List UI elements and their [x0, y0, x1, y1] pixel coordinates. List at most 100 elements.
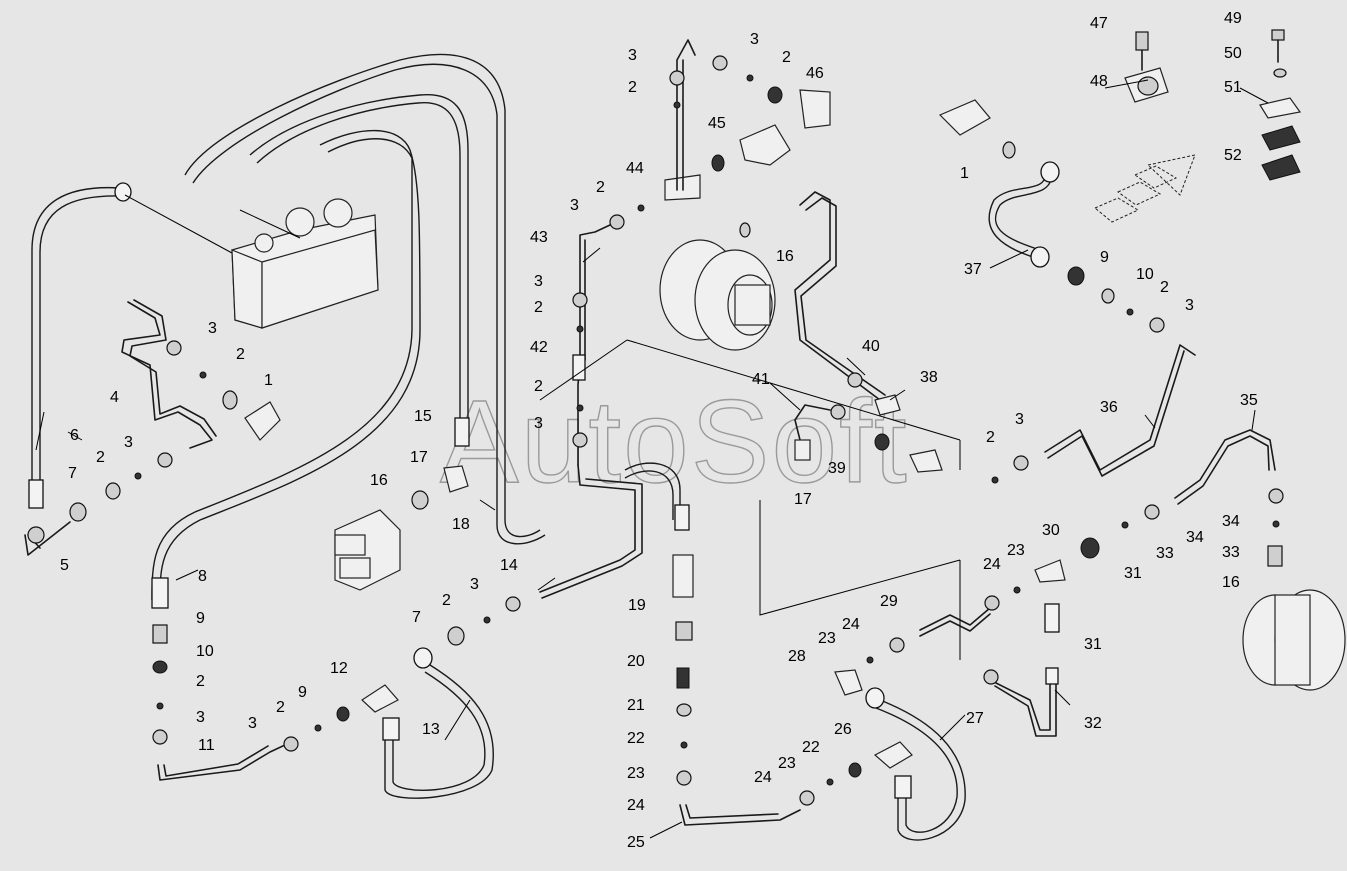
fitting-set-11: [283, 684, 399, 752]
pipe-11: [157, 744, 286, 781]
callout-37: 37: [964, 261, 982, 278]
callout-23d: 23: [1007, 542, 1025, 559]
callout-3j: 3: [570, 197, 579, 214]
callout-47: 47: [1090, 15, 1108, 32]
pipe-35: [1174, 429, 1276, 499]
pipe-40: [794, 191, 881, 401]
callout-5: 5: [60, 557, 69, 574]
callout-3d: 3: [248, 715, 257, 732]
callout-7: 7: [68, 465, 77, 482]
pipe-36: [1044, 344, 1196, 471]
fitting-set-left: [105, 340, 281, 500]
callout-3b: 3: [124, 434, 133, 451]
callout-9: 9: [196, 610, 205, 627]
right-drive-motor: [1242, 488, 1346, 691]
callout-2g: 2: [1160, 279, 1169, 296]
callout-3c: 3: [196, 709, 205, 726]
callout-3: 3: [208, 320, 217, 337]
callout-39: 39: [828, 460, 846, 477]
callout-16: 16: [370, 472, 388, 489]
valve-block-16: [334, 417, 470, 591]
callout-2j: 2: [596, 179, 605, 196]
hose-19-line: [624, 462, 913, 826]
hose-13: [382, 596, 521, 799]
clamp-assembly-47: [1124, 31, 1169, 103]
callout-3e: 3: [470, 576, 479, 593]
drive-motor: [659, 222, 776, 351]
callout-33: 33: [1156, 545, 1174, 562]
leader-lines: [35, 79, 1269, 839]
callout-42: 42: [530, 339, 548, 356]
callout-2d: 2: [276, 699, 285, 716]
hose-group-pump: [151, 53, 546, 601]
hose-8-fittings: [151, 577, 169, 745]
callout-32: 32: [1084, 715, 1102, 732]
fitting-set-38: [794, 372, 943, 473]
callout-34b: 34: [1222, 513, 1240, 530]
callout-25: 25: [627, 834, 645, 851]
callout-16b: 16: [1222, 574, 1240, 591]
hose-37: [938, 99, 1165, 333]
callout-2b: 2: [96, 449, 105, 466]
callout-31: 31: [1124, 565, 1142, 582]
callout-28: 28: [788, 648, 806, 665]
callout-52: 52: [1224, 147, 1242, 164]
callout-23b: 23: [778, 755, 796, 772]
callout-23: 23: [627, 765, 645, 782]
callout-36: 36: [1100, 399, 1118, 416]
callout-44: 44: [626, 160, 644, 177]
pipe-14: [539, 464, 636, 593]
callout-34: 34: [1186, 529, 1204, 546]
callout-13: 13: [422, 721, 440, 738]
callout-3k: 3: [628, 47, 637, 64]
callout-21: 21: [627, 697, 645, 714]
callout-10b: 10: [1136, 266, 1154, 283]
callout-12: 12: [330, 660, 348, 677]
callout-24b: 24: [754, 769, 772, 786]
callout-3l: 3: [750, 31, 759, 48]
callout-2i: 2: [534, 299, 543, 316]
callout-2: 2: [236, 346, 245, 363]
central-line: [572, 39, 831, 466]
callout-1b: 1: [960, 165, 969, 182]
outline-frame: [539, 339, 961, 660]
callout-41: 41: [752, 371, 770, 388]
callout-48: 48: [1090, 73, 1108, 90]
callout-43: 43: [530, 229, 548, 246]
callout-38: 38: [920, 369, 938, 386]
callout-3i: 3: [534, 273, 543, 290]
callout-2h: 2: [534, 378, 543, 395]
callout-22b: 22: [802, 739, 820, 756]
callout-3g: 3: [1185, 297, 1194, 314]
callout-46: 46: [806, 65, 824, 82]
callout-29: 29: [880, 593, 898, 610]
callout-3f: 3: [1015, 411, 1024, 428]
callout-50: 50: [1224, 45, 1242, 62]
callout-31b: 31: [1084, 636, 1102, 653]
callout-9b: 9: [298, 684, 307, 701]
callout-7b: 7: [412, 609, 421, 626]
callout-17b: 17: [794, 491, 812, 508]
callout-11: 11: [198, 737, 215, 754]
callout-2c: 2: [196, 673, 205, 690]
fitting-set-29: [984, 537, 1100, 633]
callout-1: 1: [264, 372, 273, 389]
callout-23c: 23: [818, 630, 836, 647]
callout-8: 8: [198, 568, 207, 585]
callout-26: 26: [834, 721, 852, 738]
callout-16c: 16: [776, 248, 794, 265]
clamp-assembly-49: [1259, 29, 1302, 181]
callout-6: 6: [70, 427, 79, 444]
callout-51: 51: [1224, 79, 1242, 96]
callout-22: 22: [627, 730, 645, 747]
callout-3h: 3: [534, 415, 543, 432]
callout-40: 40: [862, 338, 880, 355]
callout-2l: 2: [782, 49, 791, 66]
callout-2e: 2: [442, 592, 451, 609]
callout-18: 18: [452, 516, 470, 533]
callout-15: 15: [414, 408, 432, 425]
callout-17: 17: [410, 449, 428, 466]
callout-24c: 24: [842, 616, 860, 633]
callout-33b: 33: [1222, 544, 1240, 561]
